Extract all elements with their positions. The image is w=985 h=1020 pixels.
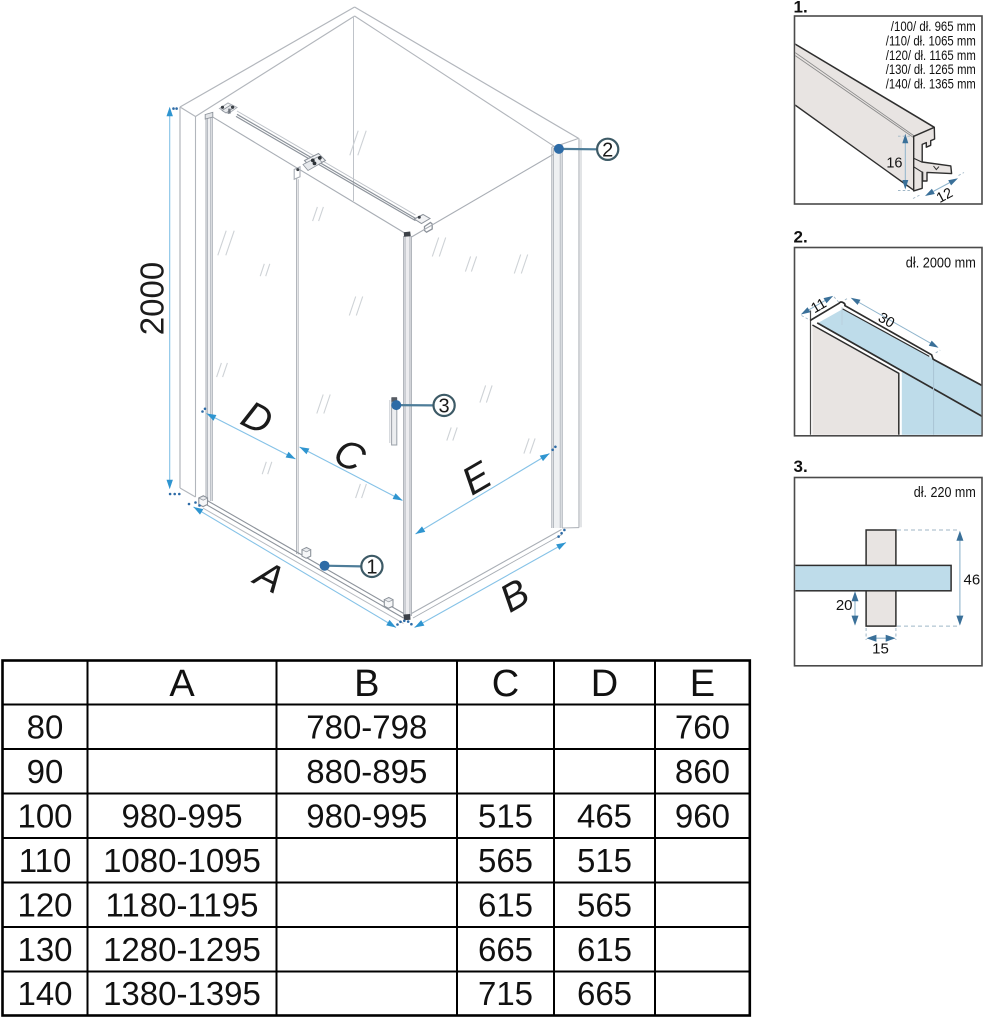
svg-text:11: 11 (808, 296, 829, 317)
svg-text:90: 90 (27, 753, 64, 790)
svg-text:760: 760 (675, 709, 730, 746)
svg-text:140: 140 (17, 975, 72, 1012)
svg-text:1: 1 (366, 556, 377, 578)
svg-text:615: 615 (478, 887, 533, 924)
svg-text:665: 665 (478, 931, 533, 968)
svg-text:665: 665 (577, 975, 632, 1012)
svg-text:20: 20 (836, 597, 853, 614)
svg-text:1380-1395: 1380-1395 (103, 975, 261, 1012)
svg-text:100: 100 (17, 798, 72, 835)
svg-text:465: 465 (577, 798, 632, 835)
svg-text:/110/ dł. 1065 mm: /110/ dł. 1065 mm (886, 33, 976, 48)
svg-text:3.: 3. (794, 457, 808, 476)
svg-text:980-995: 980-995 (306, 798, 427, 835)
svg-text:565: 565 (577, 887, 632, 924)
svg-text:1.: 1. (794, 0, 808, 17)
svg-text:E: E (690, 663, 715, 705)
svg-text:/130/ dł. 1265 mm: /130/ dł. 1265 mm (886, 62, 976, 77)
svg-text:515: 515 (577, 842, 632, 879)
svg-text:80: 80 (27, 709, 64, 746)
svg-text:C: C (492, 663, 519, 705)
svg-text:715: 715 (478, 975, 533, 1012)
svg-text:1180-1195: 1180-1195 (106, 887, 259, 924)
svg-text:D: D (591, 663, 618, 705)
svg-text:2000: 2000 (134, 262, 171, 335)
svg-text:880-895: 880-895 (306, 753, 427, 790)
svg-text:780-798: 780-798 (306, 709, 427, 746)
svg-text:B: B (354, 663, 379, 705)
svg-text:130: 130 (17, 931, 72, 968)
svg-text:15: 15 (872, 641, 889, 658)
svg-text:1080-1095: 1080-1095 (103, 842, 261, 879)
svg-text:565: 565 (478, 842, 533, 879)
svg-text:dł. 220 mm: dł. 220 mm (914, 485, 976, 501)
svg-text:3: 3 (439, 395, 450, 417)
svg-text:120: 120 (17, 887, 72, 924)
svg-text:110: 110 (19, 842, 72, 879)
svg-text:30: 30 (875, 310, 897, 332)
svg-text:dł. 2000 mm: dł. 2000 mm (906, 256, 976, 272)
svg-text:/120/ dł. 1165 mm: /120/ dł. 1165 mm (886, 48, 976, 63)
svg-text:860: 860 (675, 753, 730, 790)
svg-text:615: 615 (577, 931, 632, 968)
svg-text:2.: 2. (794, 227, 808, 246)
svg-text:1280-1295: 1280-1295 (103, 931, 261, 968)
svg-text:960: 960 (675, 798, 730, 835)
svg-text:16: 16 (886, 156, 902, 172)
svg-text:A: A (169, 663, 195, 705)
svg-text:980-995: 980-995 (121, 798, 242, 835)
svg-text:12: 12 (934, 185, 956, 207)
svg-text:46: 46 (964, 572, 981, 589)
svg-text:515: 515 (478, 798, 533, 835)
svg-text:2: 2 (602, 139, 613, 161)
svg-text:/140/ dł. 1365 mm: /140/ dł. 1365 mm (886, 77, 976, 92)
svg-text:/100/ dł. 965 mm: /100/ dł. 965 mm (891, 19, 976, 34)
